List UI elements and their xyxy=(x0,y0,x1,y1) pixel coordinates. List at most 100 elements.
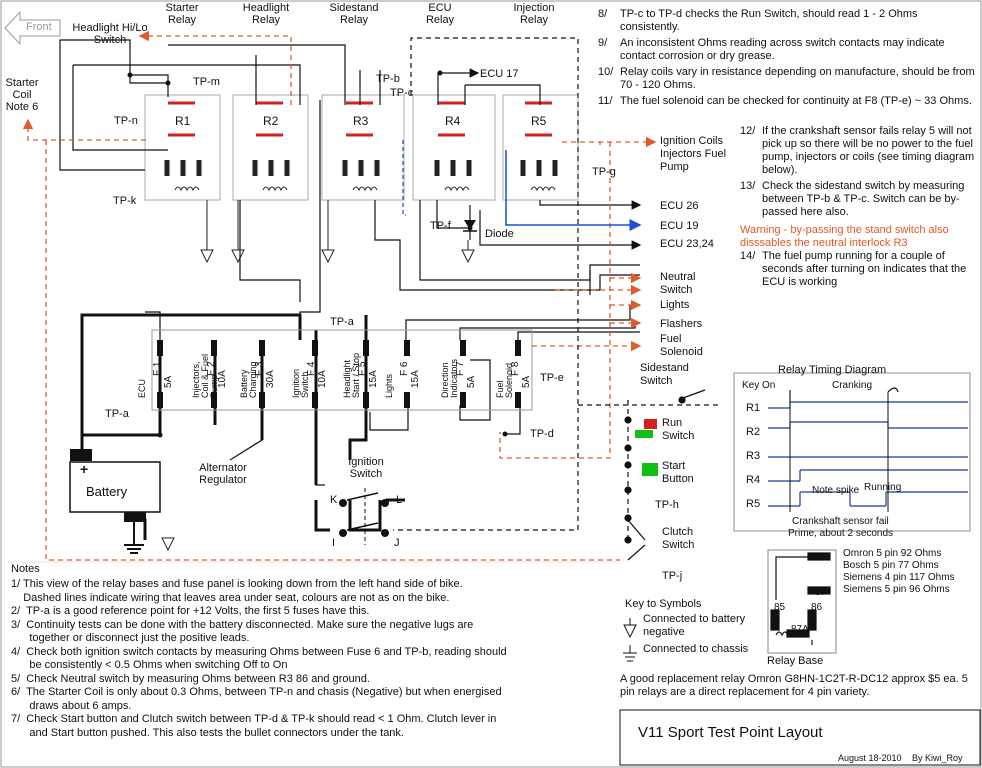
ground-symbols xyxy=(161,200,475,552)
relay-pin-87a: 87A xyxy=(791,624,809,635)
starter-coil-label: Starter Coil Note 6 xyxy=(5,77,39,113)
ign-k: K xyxy=(330,494,338,506)
relay-coils xyxy=(174,186,556,192)
timing-r2: R2 xyxy=(746,426,761,438)
fuse-number-4: F 4 xyxy=(306,361,317,376)
relay-id-r5: R5 xyxy=(531,114,547,128)
switch-stack xyxy=(624,389,706,561)
note-number: 11/ xyxy=(598,95,613,107)
relay-ohms-1: Bosch 5 pin 77 Ohms xyxy=(843,560,939,571)
timing-crank-fail: Crankshaft sensor fail xyxy=(792,516,889,527)
start-button-label: Start Button xyxy=(662,460,694,485)
relay-title-r3: Sidestand Relay xyxy=(329,2,379,26)
timing-r3: R3 xyxy=(746,450,761,462)
black-dashed-wires xyxy=(393,37,722,540)
diode-label: Diode xyxy=(485,228,514,240)
tp-a: TP-a xyxy=(105,408,129,420)
note-number: 9/ xyxy=(598,37,608,49)
ecu17-label: ECU 17 xyxy=(480,68,519,80)
timing-r5: R5 xyxy=(746,498,761,510)
red-dashed-wires xyxy=(22,30,657,561)
tp-f: TP-f xyxy=(430,220,451,232)
ignition-coils-label: Ignition Coils Injectors Fuel Pump xyxy=(660,135,727,173)
title-block-title: V11 Sport Test Point Layout xyxy=(638,724,823,741)
tp-d: TP-d xyxy=(530,428,554,440)
key-symbols xyxy=(623,618,637,662)
note-number: 10/ xyxy=(598,66,614,78)
run-switch-red xyxy=(644,419,657,429)
battery-symbol xyxy=(69,449,161,554)
fuse-number-1: F 1 xyxy=(152,361,163,376)
fuse-amp-6: 15A xyxy=(410,370,421,388)
clutch-switch-label: Clutch Switch xyxy=(662,526,695,551)
replacement-note: A good replacement relay Omron G8HN-1C2T… xyxy=(620,673,968,698)
diode-symbol xyxy=(464,220,476,230)
note-line: and Start button pushed. This also tests… xyxy=(11,726,404,739)
tp-e: TP-e xyxy=(540,372,564,384)
numbered-note: 8/TP-c to TP-d checks the Run Switch, sh… xyxy=(598,8,976,34)
junction-dots xyxy=(127,70,508,438)
relay-base-symbol xyxy=(767,549,837,654)
ignition-switch-title: Ignition Switch xyxy=(348,456,384,480)
relay-id-r3: R3 xyxy=(353,114,369,128)
thin-wires xyxy=(59,39,642,486)
note-number: 14/ xyxy=(740,250,756,262)
timing-key-on: Key On xyxy=(742,380,776,391)
fuse-blades xyxy=(157,340,521,408)
relay-title-r5: Injection Relay xyxy=(513,2,555,26)
title-block-author: By Kiwi_Roy xyxy=(912,753,963,763)
note-line: 4/ Check both ignition switch contacts b… xyxy=(11,645,507,658)
title-block-date: August 18-2010 xyxy=(838,753,902,763)
neutral-switch-label: Neutral Switch xyxy=(660,271,696,296)
ign-l: L xyxy=(396,494,403,506)
tp-n: TP-n xyxy=(114,115,138,127)
relay-ohms-0: Omron 5 pin 92 Ohms xyxy=(843,548,942,559)
numbered-note: 13/Check the sidestand switch by measuri… xyxy=(740,180,976,219)
note-line: 2/ TP-a is a good reference point for +1… xyxy=(11,605,370,617)
relay-title-r1: Starter Relay xyxy=(165,2,199,26)
key-neg: Connected to battery negative xyxy=(643,613,746,638)
notes-right2: 12/If the crankshaft sensor fails relay … xyxy=(740,125,976,222)
fuse-number-5: F 5 xyxy=(357,361,368,376)
note-text: The fuel solenoid can be checked for con… xyxy=(620,95,972,107)
relay-ohms-2: Siemens 4 pin 117 Ohms xyxy=(843,572,955,583)
note-number: 8/ xyxy=(598,8,608,20)
notes-heading: Notes xyxy=(11,563,40,575)
ecu19-label: ECU 19 xyxy=(660,220,699,232)
tp-j: TP-j xyxy=(662,570,683,582)
note-line: 7/ Check Start button and Clutch switch … xyxy=(11,713,497,725)
ign-j: J xyxy=(394,537,400,549)
relay-id-r2: R2 xyxy=(263,114,279,128)
timing-r1: R1 xyxy=(746,402,761,414)
run-switch-label: Run Switch xyxy=(662,417,695,442)
note-text: An inconsistent Ohms reading across swit… xyxy=(620,37,945,62)
fuse-number-3: F 3 xyxy=(254,361,265,376)
note-line: 6/ The Starter Coil is only about 0.3 Oh… xyxy=(11,686,502,698)
key-title: Key to Symbols xyxy=(625,598,702,610)
front-arrow-icon xyxy=(4,10,61,46)
relay-id-r4: R4 xyxy=(445,114,461,128)
note-number: 12/ xyxy=(740,125,756,137)
note-line: Dashed lines indicate wiring that leaves… xyxy=(11,591,450,604)
timing-note-spike: Note spike xyxy=(812,485,860,496)
front-label: Front xyxy=(26,21,52,33)
note-line: draws about 6 amps. xyxy=(11,699,132,712)
blue-dashed-wire xyxy=(402,140,406,216)
relay-pin-86: 86 xyxy=(811,602,823,613)
note-number: 13/ xyxy=(740,180,756,192)
tp-k: TP-k xyxy=(113,195,137,207)
numbered-note: 10/Relay coils vary in resistance depend… xyxy=(598,66,976,92)
tp-g: TP-g xyxy=(592,166,616,178)
title-block-frame xyxy=(619,709,981,766)
timing-title: Relay Timing Diagram xyxy=(778,364,887,376)
note-line: together or disconnect just the positive… xyxy=(11,632,250,644)
fuse-amp-7: 5A xyxy=(466,375,477,388)
tp-h: TP-h xyxy=(655,499,679,511)
numbered-note: 11/The fuel solenoid can be checked for … xyxy=(598,95,976,108)
notes-left: 1/ This view of the relay bases and fuse… xyxy=(11,578,611,740)
battery-plus: + xyxy=(80,461,89,477)
fuse-amp-8: 5A xyxy=(521,375,532,388)
note-text: TP-c to TP-d checks the Run Switch, shou… xyxy=(620,8,918,33)
